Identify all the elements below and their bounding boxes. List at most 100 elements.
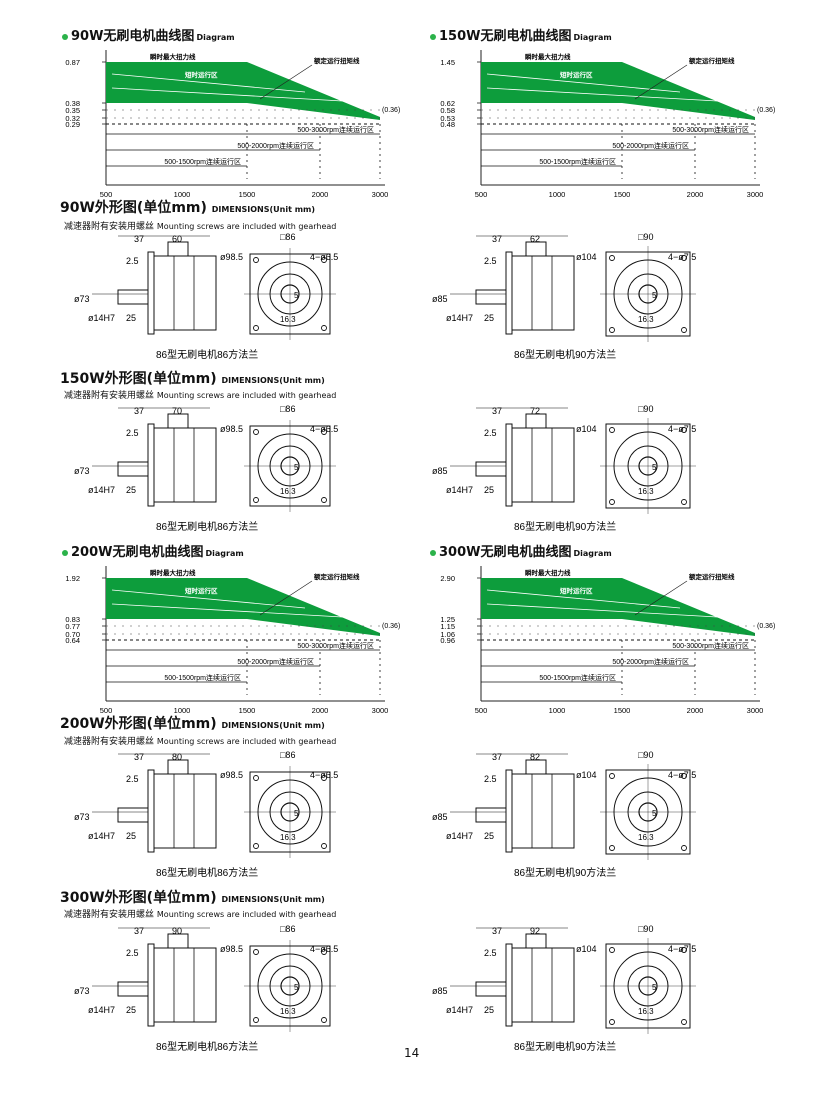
- x-tick-label: 500: [100, 706, 113, 715]
- cable-outlet: [525, 241, 547, 256]
- x-tick-label: 1500: [614, 190, 631, 199]
- mounting-hole: [609, 947, 615, 953]
- x-tick-label: 500: [100, 190, 113, 199]
- dim-2-5: 2.5: [484, 256, 497, 266]
- mounting-hole: [681, 773, 687, 779]
- y-tick-label: 0.87: [65, 58, 80, 67]
- mounting-hole: [321, 325, 327, 331]
- arrow-line: [111, 589, 306, 609]
- shaft: [117, 461, 149, 477]
- mounting-hole: [321, 775, 327, 781]
- x-tick-label: 3000: [372, 190, 389, 199]
- bullet-icon: [62, 549, 68, 556]
- mounting-hole: [253, 1017, 259, 1023]
- dim-note-90w: 减速器附有安装用螺丝 Mounting screws are included …: [64, 222, 337, 232]
- dim-title-90w: 90W外形图(单位mm) DIMENSIONS(Unit mm): [60, 200, 316, 216]
- flange-plate: [147, 769, 155, 853]
- peak-torque-label: 瞬时最大扭力线: [150, 52, 196, 61]
- leader-line: [634, 580, 688, 616]
- y-tick-label: 0.53: [440, 114, 455, 123]
- flange-plate: [505, 251, 513, 335]
- dim-5: 5: [294, 809, 299, 818]
- short-time-zone-label: 短时运行区: [560, 586, 593, 595]
- y-tick-label: 1.45: [440, 58, 455, 67]
- dim-2-5: 2.5: [126, 428, 139, 438]
- flange-plate: [505, 943, 513, 1027]
- short-time-zone: [481, 578, 755, 636]
- dim-title-200w: 200W外形图(单位mm) DIMENSIONS(Unit mm): [60, 716, 325, 732]
- bullet-icon: [430, 33, 436, 40]
- arrow-line: [111, 603, 361, 619]
- x-tick-label: 1500: [614, 706, 631, 715]
- range-label: 500-2000rpm连续运行区: [237, 141, 314, 150]
- mounting-hole: [321, 257, 327, 263]
- peak-torque-label: 瞬时最大扭力线: [150, 568, 196, 577]
- x-tick-label: 2000: [687, 706, 704, 715]
- shaft: [117, 981, 149, 997]
- x-tick-label: 1000: [174, 706, 191, 715]
- dim-length: 82: [530, 752, 540, 762]
- shaft: [475, 461, 507, 477]
- y-tick-label: 0.48: [440, 120, 455, 129]
- x-tick-label: 1000: [549, 190, 566, 199]
- leader-line: [259, 64, 313, 100]
- dim-25: 25: [484, 313, 494, 323]
- dim-shaft-bore: ø14H7: [446, 1005, 473, 1015]
- y-tick-label: 0.96: [440, 636, 455, 645]
- mounting-hole: [253, 429, 259, 435]
- drawing-caption: 86型无刷电机86方法兰: [156, 520, 258, 533]
- y-tick-label: 2.90: [440, 574, 455, 583]
- arrow-line: [486, 87, 736, 103]
- dim-2-5: 2.5: [484, 428, 497, 438]
- mounting-hole: [253, 257, 259, 263]
- y-tick-label: 1.06: [440, 630, 455, 639]
- mounting-hole: [609, 1019, 615, 1025]
- dim-25: 25: [126, 313, 136, 323]
- dim-flange-size: □86: [280, 924, 295, 934]
- cable-outlet: [167, 413, 189, 428]
- dim-2-5: 2.5: [484, 948, 497, 958]
- x-tick-label: 3000: [747, 190, 764, 199]
- y-tick-label: 0.58: [440, 106, 455, 115]
- mounting-hole: [681, 327, 687, 333]
- mounting-hole: [253, 325, 259, 331]
- shaft: [475, 289, 507, 305]
- flange-plate: [505, 423, 513, 507]
- x-tick-label: 2000: [312, 706, 329, 715]
- x-tick-label: 1000: [174, 190, 191, 199]
- dim-2-5: 2.5: [126, 948, 139, 958]
- dim-25: 25: [484, 831, 494, 841]
- cable-outlet: [525, 413, 547, 428]
- dim-length: 60: [172, 234, 182, 244]
- arrow-line: [486, 589, 681, 609]
- dim-pilot-dia: ø73: [74, 294, 90, 304]
- flange-plate: [147, 943, 155, 1027]
- drawing-caption: 86型无刷电机90方法兰: [514, 1040, 616, 1053]
- dim-flange-size: □90: [638, 232, 653, 242]
- range-label: 500-3000rpm连续运行区: [297, 641, 374, 650]
- cable-outlet: [525, 759, 547, 774]
- rated-torque-label: 额定运行扭矩线: [689, 56, 735, 65]
- flange-plate: [147, 423, 155, 507]
- x-tick-label: 2000: [312, 190, 329, 199]
- cable-outlet: [167, 933, 189, 948]
- dim-flange-size: □90: [638, 924, 653, 934]
- dim-mounting-holes: 4−ø7.5: [668, 424, 696, 434]
- dim-length: 90: [172, 926, 182, 936]
- dim-37: 37: [134, 752, 144, 762]
- y-tick-label: 0.29: [65, 120, 80, 129]
- dim-mounting-holes: 4−ø6.5: [310, 944, 338, 954]
- dim-5: 5: [294, 291, 299, 300]
- dim-title-150w: 150W外形图(单位mm) DIMENSIONS(Unit mm): [60, 371, 325, 387]
- y-tick-label: 0.38: [65, 99, 80, 108]
- dim-spigot-dia: ø104: [576, 424, 597, 434]
